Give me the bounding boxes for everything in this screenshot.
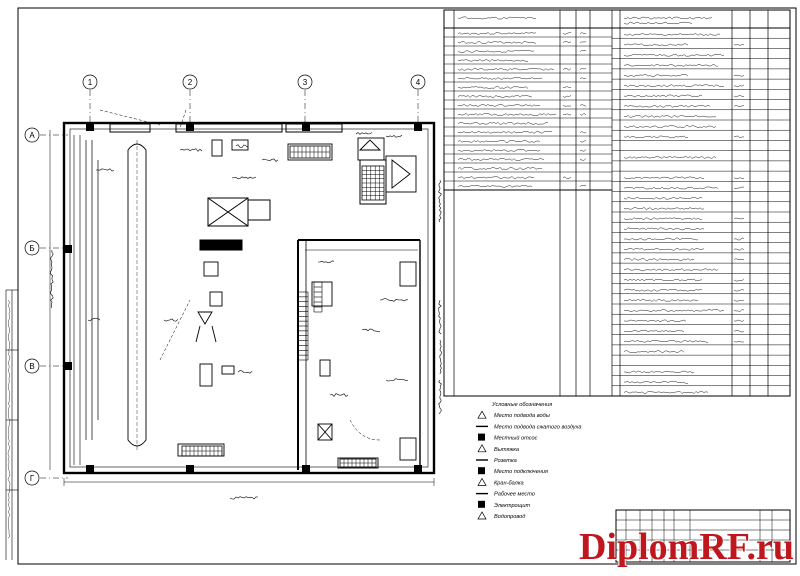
column xyxy=(64,362,72,370)
dimension-line xyxy=(63,478,435,486)
sheet-border xyxy=(17,7,797,565)
column xyxy=(186,465,194,473)
legend-symbol-icon xyxy=(477,410,487,419)
axis-label: 2 xyxy=(188,78,193,87)
axis-markers: 1 2 3 4А Б В Г xyxy=(24,74,426,486)
structural-columns xyxy=(64,123,422,473)
legend-item: Вытяжка xyxy=(494,447,519,453)
column xyxy=(414,465,422,473)
column xyxy=(186,123,194,131)
row-label: Г xyxy=(30,474,35,483)
legend-symbol-icon xyxy=(477,511,487,520)
axis-bubble xyxy=(182,74,198,90)
column xyxy=(86,465,94,473)
legend-symbol-icon xyxy=(477,477,487,486)
axis-grid xyxy=(40,90,419,479)
long-vessel xyxy=(127,140,147,450)
legend-symbol-icon xyxy=(478,467,485,475)
building-walls xyxy=(62,121,436,475)
legend-symbol-icon xyxy=(478,433,485,441)
legend-symbol-icon xyxy=(477,444,487,453)
watermark-text: DiplomRF.ru xyxy=(578,526,794,568)
window-band xyxy=(109,123,343,133)
row-bubble xyxy=(24,240,40,256)
workbench xyxy=(199,197,271,251)
legend-item: Местный отсос xyxy=(494,435,538,442)
annotation-text xyxy=(7,132,442,539)
legend-item: Место подключения xyxy=(494,469,548,475)
legend-item: Рабочее место xyxy=(494,492,535,498)
axis-bubble xyxy=(82,74,98,90)
legend-item: Условные обозначения xyxy=(491,402,552,408)
right-room-equipment xyxy=(311,261,417,469)
legend-item: Водопровод xyxy=(494,514,525,520)
axis-bubble xyxy=(297,74,313,90)
axis-bubble xyxy=(410,74,426,90)
row-bubble xyxy=(24,358,40,374)
legend-item: Электрощит xyxy=(494,503,531,509)
rack-equipment xyxy=(211,137,417,205)
row-bubble xyxy=(24,127,40,143)
legend-item: Розетка xyxy=(494,458,517,464)
legend-symbol-icon xyxy=(478,500,485,508)
title-block xyxy=(615,509,791,563)
axis-label: 4 xyxy=(416,78,421,87)
leader-lines xyxy=(99,109,381,441)
specification-table xyxy=(443,9,791,397)
column xyxy=(86,123,94,131)
watermark-logo: DiplomRF.ru xyxy=(579,525,794,569)
column xyxy=(414,123,422,131)
row-label: А xyxy=(29,131,35,140)
row-bubble xyxy=(24,470,40,486)
column xyxy=(302,123,310,131)
row-label: Б xyxy=(29,244,34,253)
legend-item: Место подвода воды xyxy=(494,413,550,419)
grid-blocks xyxy=(181,145,385,468)
axis-label: 3 xyxy=(303,78,308,87)
legend-item: Место подвода сжатого воздуха xyxy=(494,424,582,430)
wall-piping xyxy=(85,140,99,440)
ladders xyxy=(297,281,323,361)
row-label: В xyxy=(29,362,34,371)
column xyxy=(302,465,310,473)
axis-label: 1 xyxy=(88,78,93,87)
column xyxy=(64,245,72,253)
legend-item: Кран-балка xyxy=(494,480,524,486)
small-equipment xyxy=(177,261,235,457)
